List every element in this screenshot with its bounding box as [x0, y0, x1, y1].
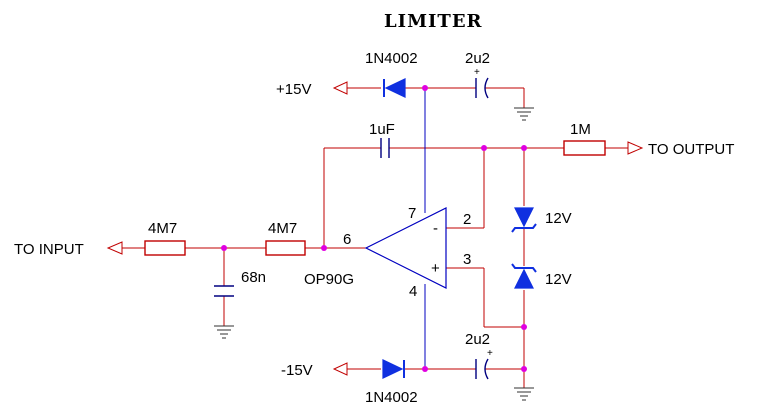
input-arrow-icon — [106, 241, 123, 255]
d-pos-label: 1N4002 — [365, 50, 418, 67]
polarity-mark: + — [487, 348, 493, 359]
capacitor-2u2-bottom: + — [475, 348, 493, 380]
polarity-mark: + — [474, 67, 480, 78]
neg-supply-arrow-icon — [332, 362, 348, 376]
c-shunt-label: 68n — [241, 269, 266, 286]
inverting-sign: - — [433, 220, 438, 237]
resistor-r-series — [265, 240, 306, 256]
output-arrow-icon — [627, 141, 644, 155]
diode-1n4002-top — [383, 78, 406, 98]
capacitor-2u2-top: + — [474, 67, 489, 99]
junction-dots — [221, 85, 527, 372]
diagram-title: LIMITER — [384, 11, 483, 32]
resistor-r-in — [144, 240, 186, 256]
zener-top-label: 12V — [545, 210, 572, 227]
pin-7-label: 7 — [408, 205, 416, 222]
ground-icon — [514, 387, 534, 401]
r-out-label: 1M — [570, 121, 591, 138]
zener-top — [511, 207, 537, 233]
pos-supply-arrow-icon — [332, 81, 348, 95]
neg-supply-label: -15V — [281, 362, 313, 379]
pos-supply-label: +15V — [276, 81, 311, 98]
output-port-label: TO OUTPUT — [648, 141, 734, 158]
c-pos-label: 2u2 — [465, 50, 490, 67]
pin-3-label: 3 — [463, 251, 471, 268]
diode-1n4002-bottom — [382, 359, 405, 379]
capacitor-68n — [214, 285, 234, 297]
opamp-op90g: - + — [364, 207, 447, 289]
d-neg-label: 1N4002 — [365, 389, 418, 406]
r-in-label: 4M7 — [148, 220, 177, 237]
capacitor-1uf — [380, 138, 390, 158]
r-series-label: 4M7 — [268, 220, 297, 237]
pin-6-label: 6 — [343, 231, 351, 248]
c-neg-label: 2u2 — [465, 331, 490, 348]
c-feedback-label: 1uF — [369, 121, 395, 138]
noninverting-sign: + — [431, 260, 440, 277]
opamp-label: OP90G — [304, 271, 354, 288]
ground-icon — [514, 107, 534, 121]
input-port-label: TO INPUT — [14, 241, 84, 258]
pin-4-label: 4 — [409, 283, 417, 300]
ground-icon — [214, 325, 234, 339]
zener-bottom — [511, 263, 537, 289]
pin-2-label: 2 — [463, 211, 471, 228]
resistor-r-out — [563, 140, 606, 156]
zener-bottom-label: 12V — [545, 271, 572, 288]
